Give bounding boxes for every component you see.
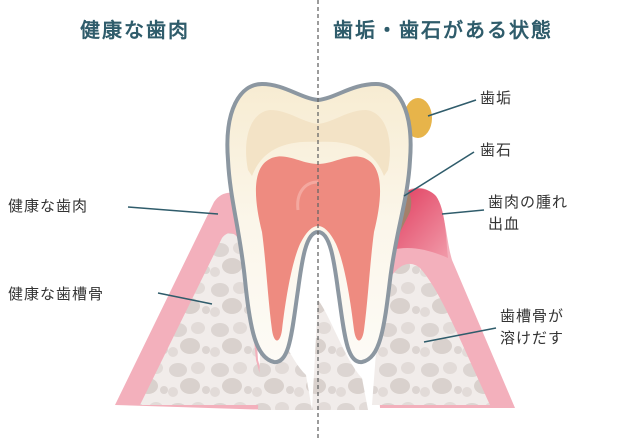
pulp (255, 156, 381, 341)
label-healthy-bone: 健康な歯槽骨 (8, 285, 105, 303)
leader-left-bone (157, 292, 213, 305)
label-tartar: 歯石 (480, 141, 513, 159)
leader-bone-dissolve (423, 327, 497, 343)
diseased-title: 歯垢・歯石がある状態 (333, 18, 553, 42)
label-healthy-gum: 健康な歯肉 (8, 197, 89, 215)
leader-left-gum (127, 206, 219, 215)
leader-tartar (403, 151, 475, 197)
label-gum-swelling-line1: 歯肉の腫れ (488, 193, 569, 211)
label-bone-dissolve-line1: 歯槽骨が (500, 307, 565, 325)
label-plaque: 歯垢 (480, 89, 513, 107)
label-gum-swelling-line2: 出血 (488, 215, 521, 233)
label-bone-dissolve-line2: 溶けだす (500, 329, 565, 347)
leader-swelling (441, 209, 485, 215)
receding-bone (372, 263, 490, 405)
healthy-bone (140, 233, 268, 405)
leader-plaque (427, 99, 477, 117)
healthy-title: 健康な歯肉 (80, 18, 190, 42)
